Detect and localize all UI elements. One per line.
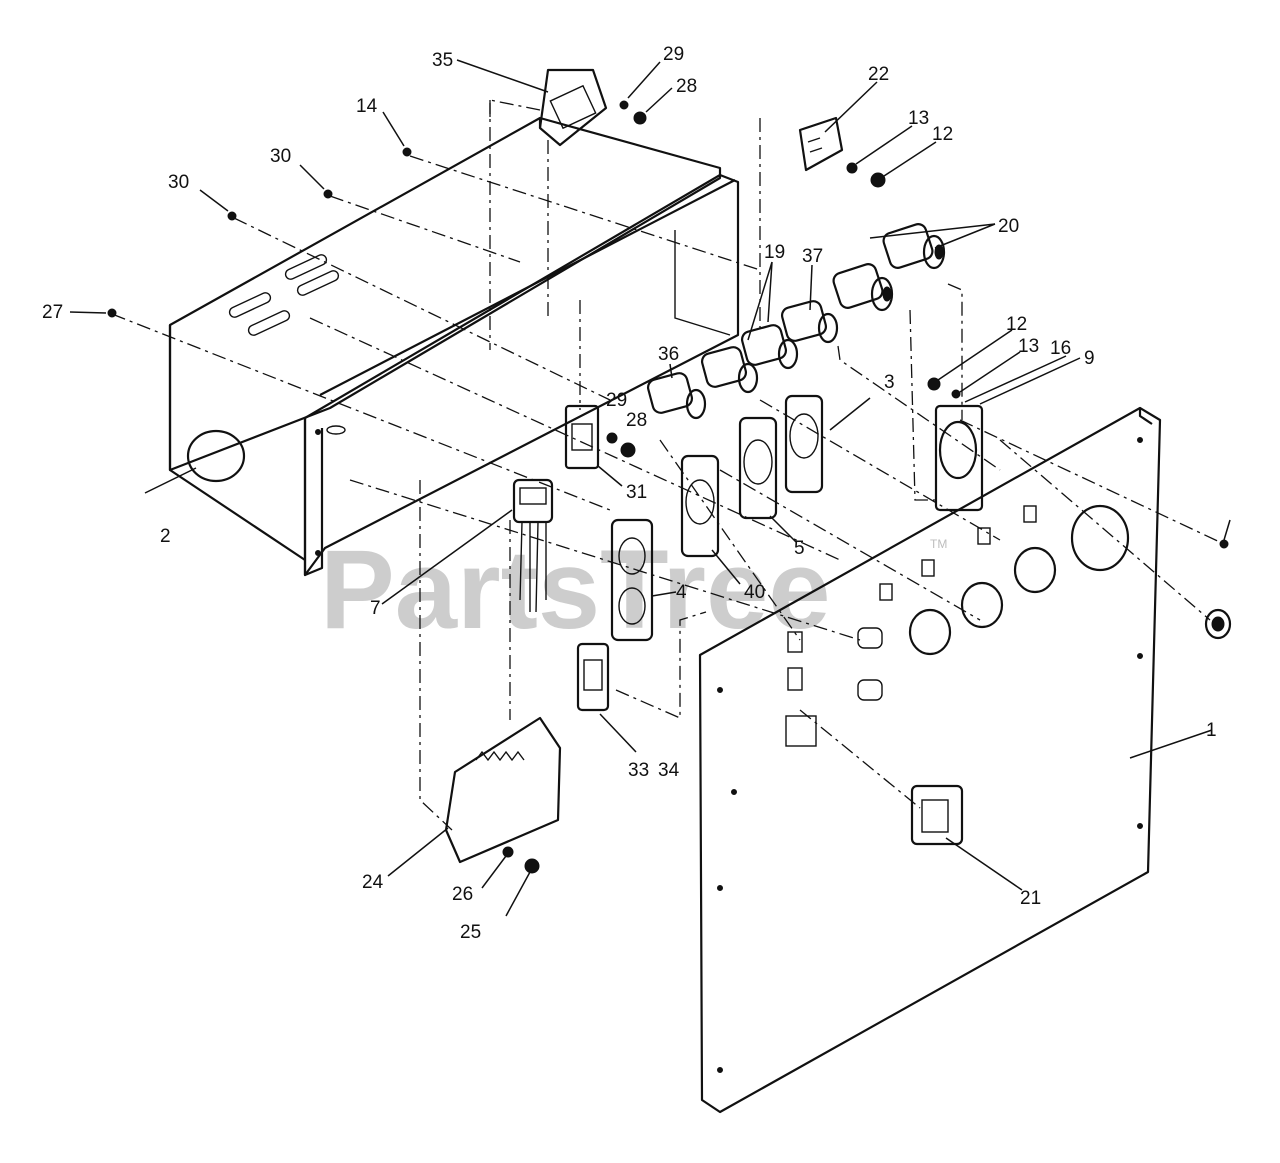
callout-13: 13 [908, 108, 929, 129]
callout-4: 4 [676, 582, 687, 603]
callout-19: 19 [764, 242, 785, 263]
callout-16: 16 [1050, 338, 1071, 359]
part-1-front-panel[interactable] [698, 406, 1213, 1114]
callout-40: 40 [744, 582, 765, 603]
callout-labels: 35 29 28 14 30 30 27 22 13 12 20 19 37 3… [42, 44, 1217, 943]
callout-9: 9 [1084, 348, 1095, 369]
inner-bracket-panel [303, 173, 740, 577]
callout-34: 34 [658, 760, 680, 781]
part-2-control-box[interactable] [144, 116, 722, 561]
part-33-34-receptacle[interactable] [576, 642, 637, 753]
part-26-25-hardware[interactable] [481, 846, 540, 917]
callout-29: 29 [663, 44, 684, 65]
callout-35: 35 [432, 50, 453, 71]
part-37-breaker[interactable] [780, 264, 839, 344]
part-16-bushing[interactable] [964, 355, 1232, 640]
part-35-terminal-block[interactable] [456, 59, 608, 147]
callout-30: 30 [168, 172, 189, 193]
part-29-28-hardware[interactable] [606, 61, 673, 458]
callout-5: 5 [794, 538, 805, 559]
callout-28: 28 [626, 410, 647, 431]
part-19-breakers[interactable] [700, 261, 799, 394]
part-31-switch-block[interactable] [564, 404, 623, 487]
callout-20: 20 [998, 216, 1019, 237]
part-20-receptacles[interactable] [832, 222, 996, 312]
part-9-outlet-plate[interactable] [934, 357, 1081, 512]
callout-13: 13 [1018, 336, 1039, 357]
callout-36: 36 [658, 344, 679, 365]
callout-7: 7 [370, 598, 381, 619]
callout-30: 30 [270, 146, 291, 167]
callout-3: 3 [884, 372, 895, 393]
assembly-lines [111, 99, 1225, 831]
callout-22: 22 [868, 64, 889, 85]
callout-21: 21 [1020, 888, 1041, 909]
part-22-rectifier[interactable] [798, 81, 878, 172]
part-3-outlet-plate[interactable] [784, 394, 871, 494]
watermark-trademark: TM [930, 537, 947, 551]
watermark-text: PartsTree [320, 527, 831, 652]
part-24-voltage-regulator[interactable] [387, 716, 562, 877]
part-4-duplex-plate[interactable] [610, 518, 677, 642]
part-36-breaker[interactable] [646, 363, 707, 420]
callout-33: 33 [628, 760, 649, 781]
callout-37: 37 [802, 246, 823, 267]
panel-screw [1219, 519, 1231, 549]
callout-26: 26 [452, 884, 473, 905]
callout-28: 28 [676, 76, 697, 97]
callout-12: 12 [932, 124, 953, 145]
callout-31: 31 [626, 482, 647, 503]
callout-25: 25 [460, 922, 481, 943]
callout-1: 1 [1206, 720, 1217, 741]
callout-24: 24 [362, 872, 384, 893]
callout-14: 14 [356, 96, 378, 117]
callout-27: 27 [42, 302, 63, 323]
callout-2: 2 [160, 526, 171, 547]
part-5-outlet-plate[interactable] [738, 416, 797, 543]
part-21-switch[interactable] [910, 784, 1023, 891]
callout-12: 12 [1006, 314, 1027, 335]
callout-29: 29 [606, 390, 627, 411]
loose-hardware[interactable] [69, 111, 1021, 399]
